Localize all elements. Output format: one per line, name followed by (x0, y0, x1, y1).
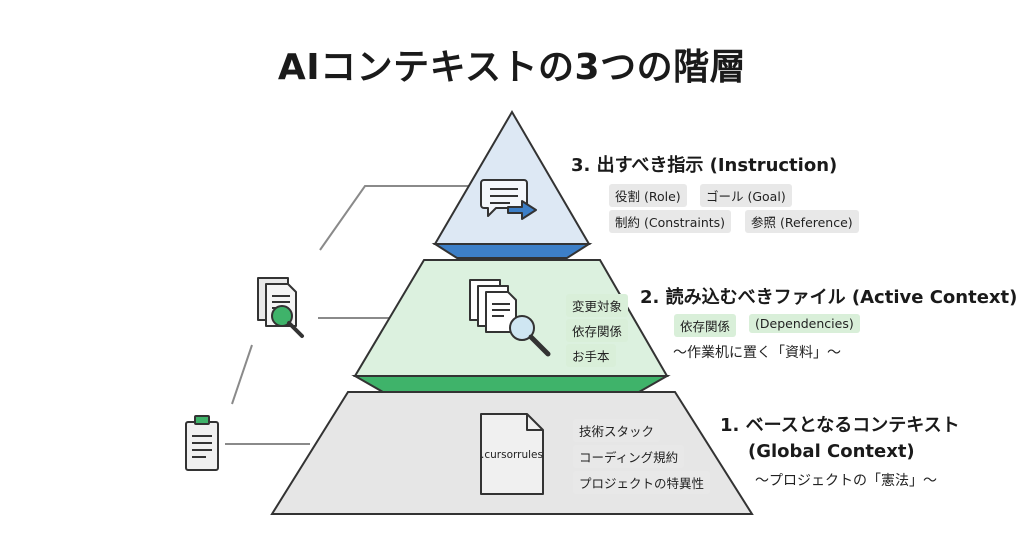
instruction-heading: 3. 出すべき指示 (Instruction) (571, 155, 838, 176)
connector-lines (225, 185, 470, 445)
global-inner-tag-coding-rules: コーディング規約 (573, 445, 685, 468)
active-tag-dependencies-en: (Dependencies) (749, 314, 860, 333)
active-inner-tag-change-target: 変更対象 (566, 294, 629, 317)
pyramid-top-layer (433, 110, 591, 245)
connector-side-link (231, 344, 253, 405)
instruction-tag-goal: ゴール (Goal) (700, 184, 792, 207)
cursorrules-file-label: .cursorrules (481, 449, 543, 461)
documents-magnifier-icon (469, 279, 551, 357)
global-inner-tag-project-specifics: プロジェクトの特異性 (573, 471, 711, 494)
active-tag-dependencies-jp: 依存関係 (674, 314, 737, 337)
global-heading-line2: (Global Context) (748, 441, 915, 462)
connector-top (319, 185, 470, 251)
global-heading-line1: 1. ベースとなるコンテキスト (720, 415, 960, 436)
global-inner-tag-tech-stack: 技術スタック (573, 419, 661, 442)
instruction-tag-role: 役割 (Role) (609, 184, 687, 207)
instruction-tag-reference: 参照 (Reference) (745, 210, 859, 233)
instruction-tag-constraints: 制約 (Constraints) (609, 210, 732, 233)
clipboard-icon (185, 415, 219, 471)
active-inner-tag-dependencies: 依存関係 (566, 319, 629, 342)
pyramid-middle-band (351, 375, 671, 393)
chat-arrow-icon (480, 179, 537, 220)
active-inner-tag-example: お手本 (566, 344, 616, 367)
active-subtitle: 〜作業机に置く「資料」〜 (673, 345, 841, 361)
cursorrules-file-icon (480, 413, 544, 495)
global-subtitle: 〜プロジェクトの「憲法」〜 (755, 473, 937, 489)
documents-search-icon (257, 277, 304, 338)
page-title: AIコンテキストの3つの階層 (277, 47, 747, 88)
pyramid-top-band (431, 243, 593, 259)
active-heading: 2. 読み込むべきファイル (Active Context) (640, 287, 1018, 308)
